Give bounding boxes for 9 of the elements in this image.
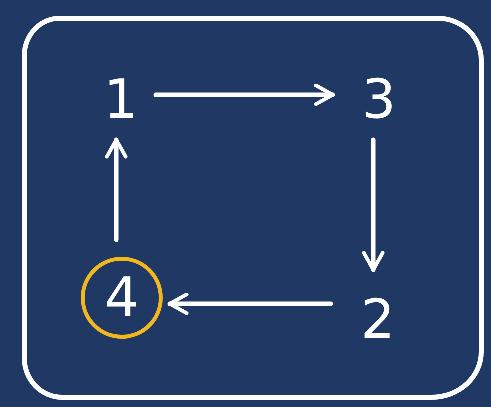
arrow: [362, 138, 385, 272]
number-label: 1: [93, 67, 149, 133]
arrow: [168, 292, 334, 316]
circled-number: 4: [81, 257, 163, 339]
arrow: [105, 138, 128, 242]
arrow: [154, 84, 336, 106]
number-label: 2: [348, 287, 408, 353]
number-label: 3: [350, 67, 408, 133]
outline-box: [22, 16, 484, 400]
